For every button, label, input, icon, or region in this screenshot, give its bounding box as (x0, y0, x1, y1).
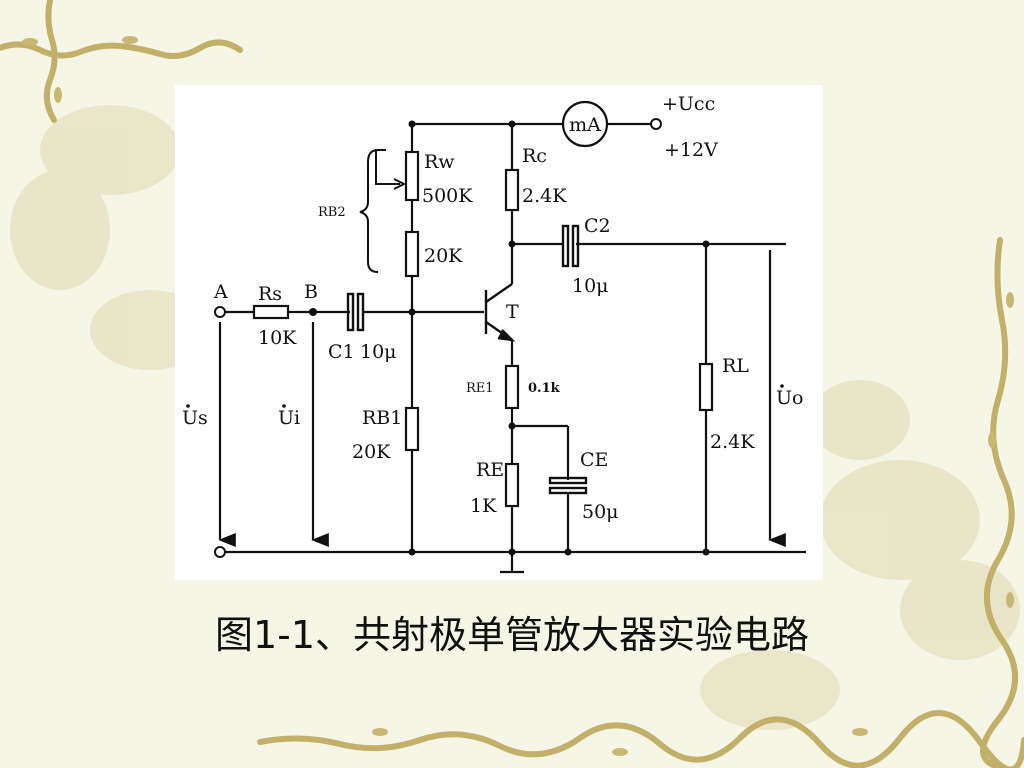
rw-label: Rw (424, 151, 455, 173)
junction-base (408, 308, 416, 316)
junction-collector (508, 240, 516, 248)
blossom-decoration (10, 105, 1020, 730)
junction-bottom-emitter (508, 548, 516, 556)
resistor-rb1 (404, 406, 420, 452)
rw-wiper-head (393, 178, 407, 190)
junction-emitter (508, 422, 516, 430)
capacitor-ce (548, 476, 588, 495)
rl-label: RL (722, 355, 749, 377)
us-label: Us (182, 407, 208, 429)
resistor-rc (504, 168, 520, 212)
diagram-panel (175, 85, 823, 580)
transistor-label: T (506, 301, 519, 323)
rb2-brace (359, 149, 379, 273)
junction-top-left (408, 120, 416, 128)
rb1-value: 20K (352, 441, 391, 463)
terminal-ucc (650, 118, 662, 130)
rb2-label: RB2 (318, 205, 346, 220)
c1-label: C1 (328, 341, 355, 363)
resistor-re1 (504, 364, 520, 410)
supply-voltage-label: +12V (664, 139, 718, 161)
ui-label: Ui (278, 407, 300, 429)
vine-leaves (22, 36, 1014, 756)
us-phasor-dot (186, 404, 190, 408)
re1-label: RE1 (466, 381, 494, 396)
c2-value: 10μ (572, 275, 609, 297)
junction-bottom-ce (564, 548, 572, 556)
resistor-rw (404, 150, 420, 202)
rs-label: Rs (258, 283, 282, 305)
node-b-label: B (304, 281, 318, 303)
supply-label: +Ucc (662, 93, 715, 115)
junction-top-collector (508, 120, 516, 128)
ce-label: CE (580, 449, 608, 471)
rc-value: 2.4K (522, 185, 567, 207)
re-value: 1K (470, 495, 497, 517)
re1-value: 0.1k (528, 381, 561, 396)
rw-value: 500K (422, 185, 473, 207)
node-a-label: A (213, 281, 228, 303)
resistor-rl (698, 362, 714, 412)
uo-phasor-dot (780, 384, 784, 388)
ce-value: 50μ (582, 501, 619, 523)
uo-label: Uo (776, 387, 803, 409)
transistor-t (484, 283, 516, 342)
figure-caption: 图1-1、共射极单管放大器实验电路 (214, 613, 810, 657)
rb1-label: RB1 (362, 407, 402, 429)
resistor-rs (252, 304, 290, 320)
resistor-20k (404, 230, 420, 278)
resistor-re (504, 462, 520, 508)
meter-label: mA (569, 114, 601, 136)
junction-bottom-rl (702, 548, 710, 556)
rw-wiper-arrow (375, 149, 400, 185)
c1-value: 10μ (360, 341, 397, 363)
ammeter (561, 100, 609, 148)
terminal-a (214, 306, 226, 318)
capacitor-c1 (346, 292, 365, 332)
terminal-ground-left (214, 546, 226, 558)
junction-bottom-rb1 (408, 548, 416, 556)
rl-value: 2.4K (710, 431, 755, 453)
rc-label: Rc (522, 145, 547, 167)
ui-phasor-dot (282, 404, 286, 408)
rs-value: 10K (258, 327, 297, 349)
junction-rl (702, 240, 710, 248)
capacitor-c2 (561, 224, 580, 268)
junction-b (309, 308, 317, 316)
r20k-value: 20K (424, 245, 463, 267)
c2-label: C2 (584, 215, 611, 237)
re-label: RE (476, 459, 504, 481)
